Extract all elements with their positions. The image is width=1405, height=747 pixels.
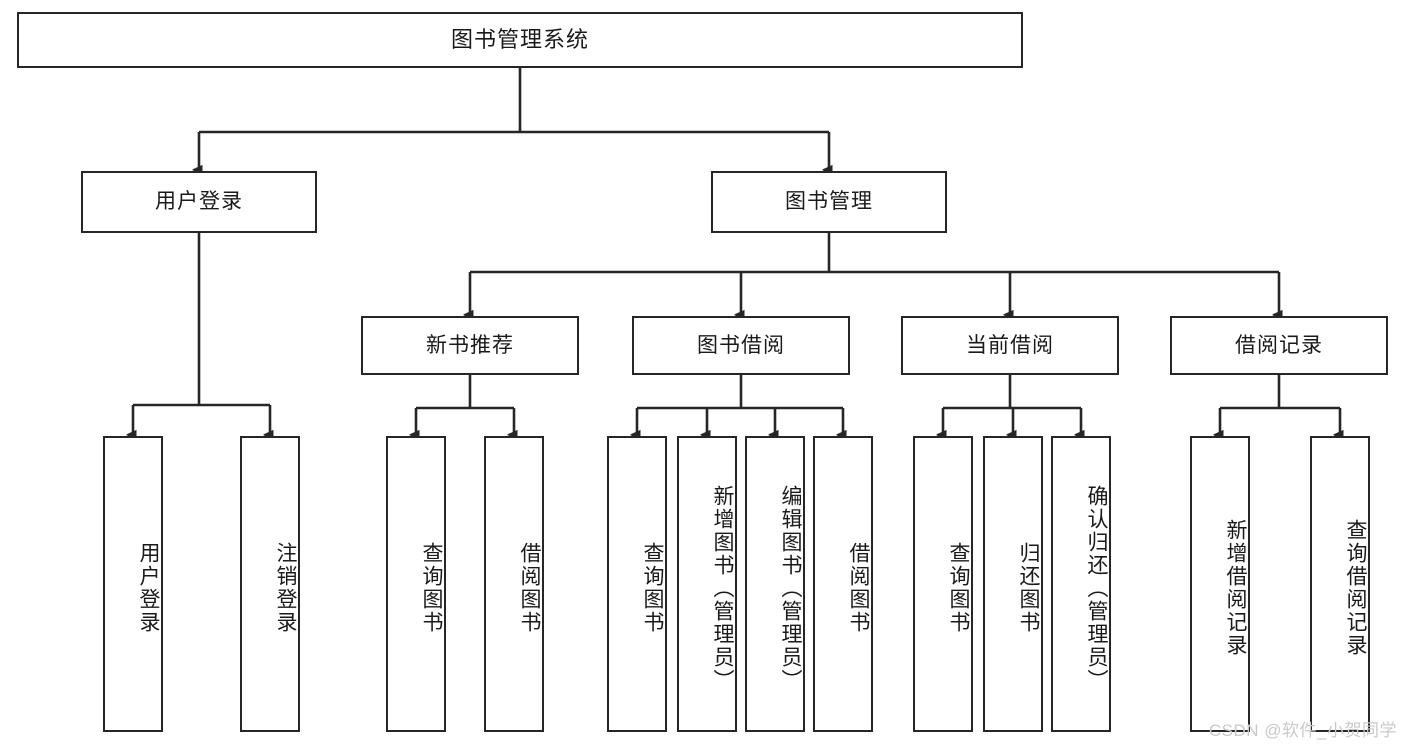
- node-label: 归还图书: [1017, 542, 1040, 634]
- node-label: 编辑图书（管理员）: [779, 484, 802, 692]
- node-leaf-logout[interactable]: 注销登录: [240, 436, 300, 732]
- node-label: 查询图书: [947, 542, 970, 634]
- node-leaf-query-record[interactable]: 查询借阅记录: [1310, 436, 1370, 732]
- node-leaf-return-book[interactable]: 归还图书: [983, 436, 1043, 732]
- csdn-watermark: CSDN @软件_小贺同学: [1208, 721, 1397, 740]
- node-label: 查询借阅记录: [1344, 519, 1367, 657]
- node-user-login[interactable]: 用户登录: [81, 171, 317, 233]
- node-label: 用户登录: [155, 190, 243, 214]
- node-leaf-borrow-book-recommend[interactable]: 借阅图书: [484, 436, 544, 732]
- node-book-borrow[interactable]: 图书借阅: [632, 316, 850, 375]
- node-label: 图书借阅: [697, 333, 785, 357]
- node-label: 借阅图书: [847, 542, 870, 634]
- node-label: 查询图书: [420, 542, 443, 634]
- node-label: 当前借阅: [966, 333, 1054, 357]
- node-leaf-user-login[interactable]: 用户登录: [103, 436, 163, 732]
- node-current-borrow[interactable]: 当前借阅: [901, 316, 1119, 375]
- node-label: 用户登录: [137, 542, 160, 634]
- node-new-book-recommend[interactable]: 新书推荐: [361, 316, 579, 375]
- node-label: 借阅图书: [518, 542, 541, 634]
- node-label: 查询图书: [641, 542, 664, 634]
- node-label: 新增图书（管理员）: [711, 484, 734, 692]
- node-leaf-add-record[interactable]: 新增借阅记录: [1190, 436, 1250, 732]
- node-leaf-query-book-current[interactable]: 查询图书: [913, 436, 973, 732]
- node-label: 注销登录: [274, 542, 297, 634]
- node-label: 确认归还（管理员）: [1085, 484, 1108, 692]
- node-leaf-query-book-recommend[interactable]: 查询图书: [386, 436, 446, 732]
- node-label: 图书管理: [785, 190, 873, 214]
- node-book-manage[interactable]: 图书管理: [711, 171, 947, 233]
- node-label: 新书推荐: [426, 333, 514, 357]
- node-label: 借阅记录: [1235, 333, 1323, 357]
- node-leaf-borrow-book[interactable]: 借阅图书: [813, 436, 873, 732]
- node-borrow-record[interactable]: 借阅记录: [1170, 316, 1388, 375]
- node-leaf-add-book[interactable]: 新增图书（管理员）: [677, 436, 737, 732]
- node-leaf-edit-book[interactable]: 编辑图书（管理员）: [745, 436, 805, 732]
- node-root[interactable]: 图书管理系统: [17, 12, 1023, 68]
- node-leaf-query-book-borrow[interactable]: 查询图书: [607, 436, 667, 732]
- node-label: 图书管理系统: [450, 26, 589, 52]
- node-label: 新增借阅记录: [1224, 519, 1247, 657]
- node-leaf-confirm-return[interactable]: 确认归还（管理员）: [1051, 436, 1111, 732]
